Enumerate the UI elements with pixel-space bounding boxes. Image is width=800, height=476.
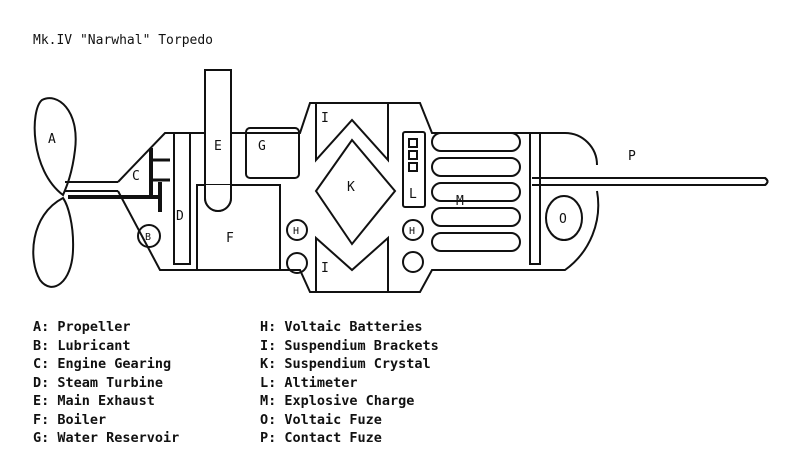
- legend-item: L: Altimeter: [260, 375, 358, 391]
- label-i-top: I: [321, 111, 329, 126]
- altimeter: [402, 131, 426, 208]
- label-m: M: [456, 194, 464, 209]
- steam-turbine: [173, 132, 191, 265]
- legend-item: H: Voltaic Batteries: [260, 319, 423, 335]
- contact-fuze-rod: [532, 177, 769, 186]
- legend-right: H: Voltaic Batteries I: Suspendium Brack…: [260, 319, 439, 446]
- legend-item: C: Engine Gearing: [33, 356, 171, 372]
- label-o: O: [559, 212, 567, 227]
- legend-item: E: Main Exhaust: [33, 393, 155, 409]
- boiler: [196, 184, 281, 271]
- voltaic-battery-left-lower: [286, 252, 308, 274]
- legend-item: P: Contact Fuze: [260, 430, 382, 446]
- suspendium-crystal: [314, 138, 397, 246]
- label-i-bottom: I: [321, 261, 329, 276]
- legend-item: M: Explosive Charge: [260, 393, 414, 409]
- label-f: F: [226, 231, 234, 246]
- diagram-title: Mk.IV "Narwhal" Torpedo: [33, 33, 213, 48]
- fuze-mount: [529, 132, 541, 265]
- label-b: B: [145, 232, 151, 243]
- legend-item: B: Lubricant: [33, 338, 131, 354]
- legend-left: A: Propeller B: Lubricant C: Engine Gear…: [33, 319, 179, 446]
- label-h-left: H: [293, 226, 299, 237]
- propeller: [32, 97, 77, 288]
- voltaic-battery-right-lower: [402, 251, 424, 273]
- label-p: P: [628, 149, 636, 164]
- lubricant-tank: [137, 224, 161, 248]
- label-e: E: [214, 139, 222, 154]
- legend-item: D: Steam Turbine: [33, 375, 163, 391]
- label-h-right: H: [409, 226, 415, 237]
- voltaic-fuze: [545, 195, 583, 241]
- label-g: G: [258, 139, 266, 154]
- legend-item: O: Voltaic Fuze: [260, 412, 382, 428]
- legend-item: F: Boiler: [33, 412, 106, 428]
- label-k: K: [347, 180, 355, 195]
- legend-item: I: Suspendium Brackets: [260, 338, 439, 354]
- suspendium-bracket-bottom: [315, 235, 389, 292]
- voltaic-battery-left: [286, 219, 308, 241]
- legend-item: K: Suspendium Crystal: [260, 356, 431, 372]
- hull-outline: [117, 102, 600, 293]
- explosive-charge: [431, 132, 521, 252]
- legend-item: G: Water Reservoir: [33, 430, 179, 446]
- label-d: D: [176, 209, 184, 224]
- engine-gearing: [68, 148, 170, 212]
- water-reservoir: [245, 127, 300, 179]
- legend-item: A: Propeller: [33, 319, 131, 335]
- suspendium-bracket-top: [315, 103, 389, 163]
- propeller-shaft: [65, 181, 118, 192]
- label-a: A: [48, 132, 56, 147]
- label-l: L: [409, 187, 417, 202]
- label-c: C: [132, 169, 140, 184]
- voltaic-battery-right: [402, 219, 424, 241]
